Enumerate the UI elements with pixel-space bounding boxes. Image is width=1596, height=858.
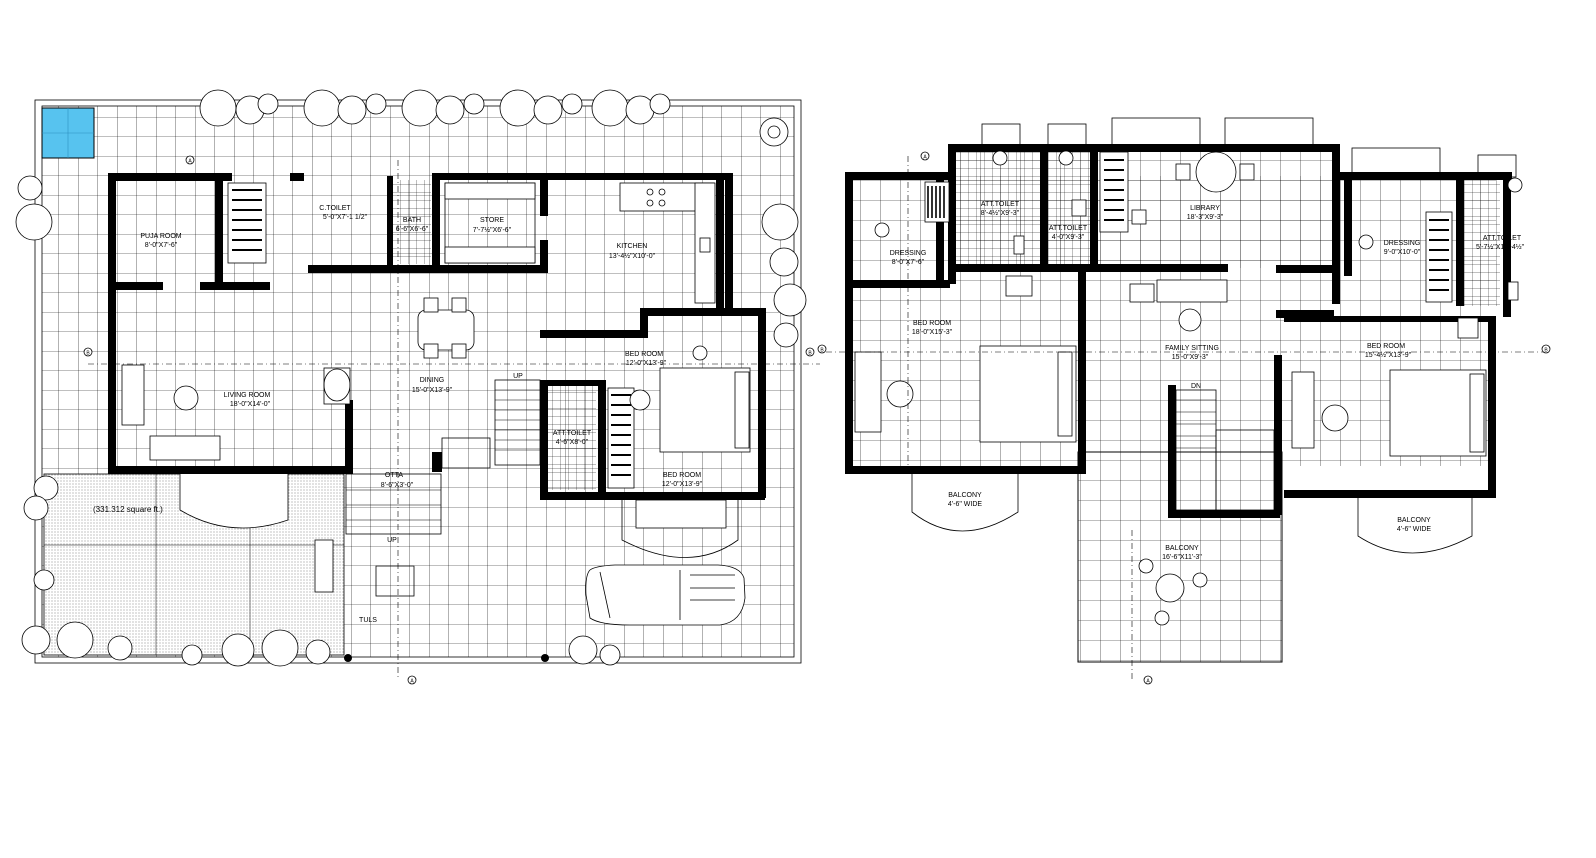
balcony-dim: 4'-6" WIDE	[948, 501, 982, 508]
marker-a: A	[920, 151, 930, 161]
svg-text:A: A	[1146, 679, 1150, 685]
bed-room-name-top: BED ROOM	[625, 351, 663, 358]
att-toilet-name: ATT.TOILET	[981, 201, 1020, 208]
kitchen-name: KITCHEN	[617, 243, 648, 250]
family-sitting-dim: 15'-0"X9'-3"	[1172, 354, 1209, 361]
wardrobe	[924, 181, 950, 223]
bath-name: BATH	[403, 217, 421, 224]
store-dim: 7'-7½"X6'-6"	[473, 226, 512, 234]
bed-room-dim: 15'-4½"X13'-9"	[1365, 351, 1412, 359]
att-toilet-name: ATT.TOILET	[1483, 235, 1522, 242]
family-sitting-name: FAMILY SITTING	[1165, 345, 1219, 352]
puja-room-name: PUJA ROOM	[140, 233, 181, 240]
area-label: (331.312 square ft.)	[93, 505, 163, 514]
dressing-name: DRESSING	[890, 250, 927, 257]
marker-a: A	[407, 675, 417, 685]
svg-text:B: B	[808, 351, 812, 357]
att-toilet-dim: 4'-0"X9'-3"	[1052, 234, 1085, 241]
marker-b: B	[83, 347, 93, 357]
att-toilet-dim: 4'-6"X8'-0"	[556, 439, 589, 446]
store-name: STORE	[480, 217, 504, 224]
sofa-set	[121, 364, 351, 461]
library-dim: 18'-3"X9'-3"	[1187, 214, 1224, 221]
svg-text:A: A	[923, 155, 927, 161]
dressing-dim: 8'-0"X7'-6"	[892, 259, 925, 266]
staircase	[1175, 389, 1275, 511]
att-toilet-dim: 8'-4½"X9'-3"	[981, 209, 1020, 217]
marker-b: B	[805, 347, 815, 357]
att-toilet-dim: 5'-7½"X10'-4½"	[1476, 243, 1525, 251]
puja-room-dim: 8'-0"X7'-6"	[145, 242, 178, 249]
bed	[629, 345, 751, 453]
living-room-name: LIVING ROOM	[224, 392, 271, 399]
wardrobe	[1099, 151, 1129, 233]
att-toilet-name: ATT.TOILET	[1049, 225, 1088, 232]
dressing-name: DRESSING	[1384, 240, 1421, 247]
svg-text:A: A	[188, 159, 192, 165]
library-table	[1195, 151, 1237, 193]
ground-floor-labels: (331.312 square ft.) PUJA ROOM 8'-0"X7'-…	[93, 205, 703, 624]
svg-text:B: B	[820, 348, 824, 354]
otta-dim: 8'-6"X3'-0"	[381, 482, 414, 489]
dining-table	[417, 297, 475, 359]
bed	[1291, 317, 1487, 457]
car	[585, 564, 746, 626]
wardrobe	[607, 387, 635, 489]
balcony-name: BALCONY	[1165, 545, 1199, 552]
otta-name: OTTA	[385, 472, 403, 479]
svg-text:A: A	[410, 679, 414, 685]
up-label: UP	[513, 373, 523, 380]
balcony-name: BALCONY	[1397, 517, 1431, 524]
bed-room-name: BED ROOM	[913, 320, 951, 327]
balcony-curved	[911, 474, 1019, 532]
bed-room-name: BED ROOM	[663, 472, 701, 479]
marker-a: A	[1143, 675, 1153, 685]
first-floor-plan	[826, 117, 1548, 680]
tree	[15, 89, 807, 667]
staircase	[441, 379, 541, 469]
att-toilet-name: ATT.TOILET	[553, 430, 592, 437]
entrance-porch	[179, 474, 289, 529]
wardrobe	[1425, 211, 1453, 303]
dressing-dim: 9'-0"X10'-0"	[1384, 249, 1421, 256]
balcony-table	[1155, 573, 1185, 603]
bed-room-dim-top: 12'-0"X13'-9"	[626, 360, 667, 367]
balcony-dim: 4'-6" WIDE	[1397, 526, 1431, 533]
balcony-curved	[1357, 498, 1473, 554]
marker-a: A	[185, 155, 195, 165]
wardrobe	[227, 182, 267, 264]
marker-b: B	[817, 344, 827, 354]
tuls-label: TULS	[359, 617, 377, 624]
svg-text:B: B	[1544, 348, 1548, 354]
dining-dim: 15'-0"X13'-9"	[412, 387, 453, 394]
c-toilet-name: C.TOILET	[319, 205, 351, 212]
up-outdoor-label: UP	[387, 537, 397, 544]
balcony-dim: 16'-6"X11'-3"	[1162, 554, 1202, 561]
dn-label: DN	[1191, 383, 1201, 390]
balcony-name: BALCONY	[948, 492, 982, 499]
dining-name: DINING	[420, 377, 445, 384]
c-toilet-dim: 5'-0"X7'-1 1/2"	[323, 214, 368, 221]
library-name: LIBRARY	[1190, 205, 1220, 212]
bed-room-name: BED ROOM	[1367, 343, 1405, 350]
living-room-dim: 18'-0"X14'-0"	[230, 401, 271, 408]
svg-text:B: B	[86, 351, 90, 357]
ground-floor-plan	[15, 89, 820, 680]
bath-dim: 6'-6"X6'-6"	[396, 226, 429, 233]
bed	[854, 275, 1077, 443]
sofa	[1156, 279, 1228, 303]
bed-room-dim: 12'-0"X13'-9"	[662, 481, 703, 488]
grid-markers: A A A A B B B B	[83, 151, 1551, 685]
marker-b: B	[1541, 344, 1551, 354]
first-floor-labels: DRESSING 8'-0"X7'-6" ATT.TOILET 8'-4½"X9…	[890, 201, 1525, 561]
bed-room-dim: 18'-0"X15'-3"	[912, 329, 953, 336]
kitchen-dim: 13'-4½"X10'-0"	[609, 252, 656, 260]
